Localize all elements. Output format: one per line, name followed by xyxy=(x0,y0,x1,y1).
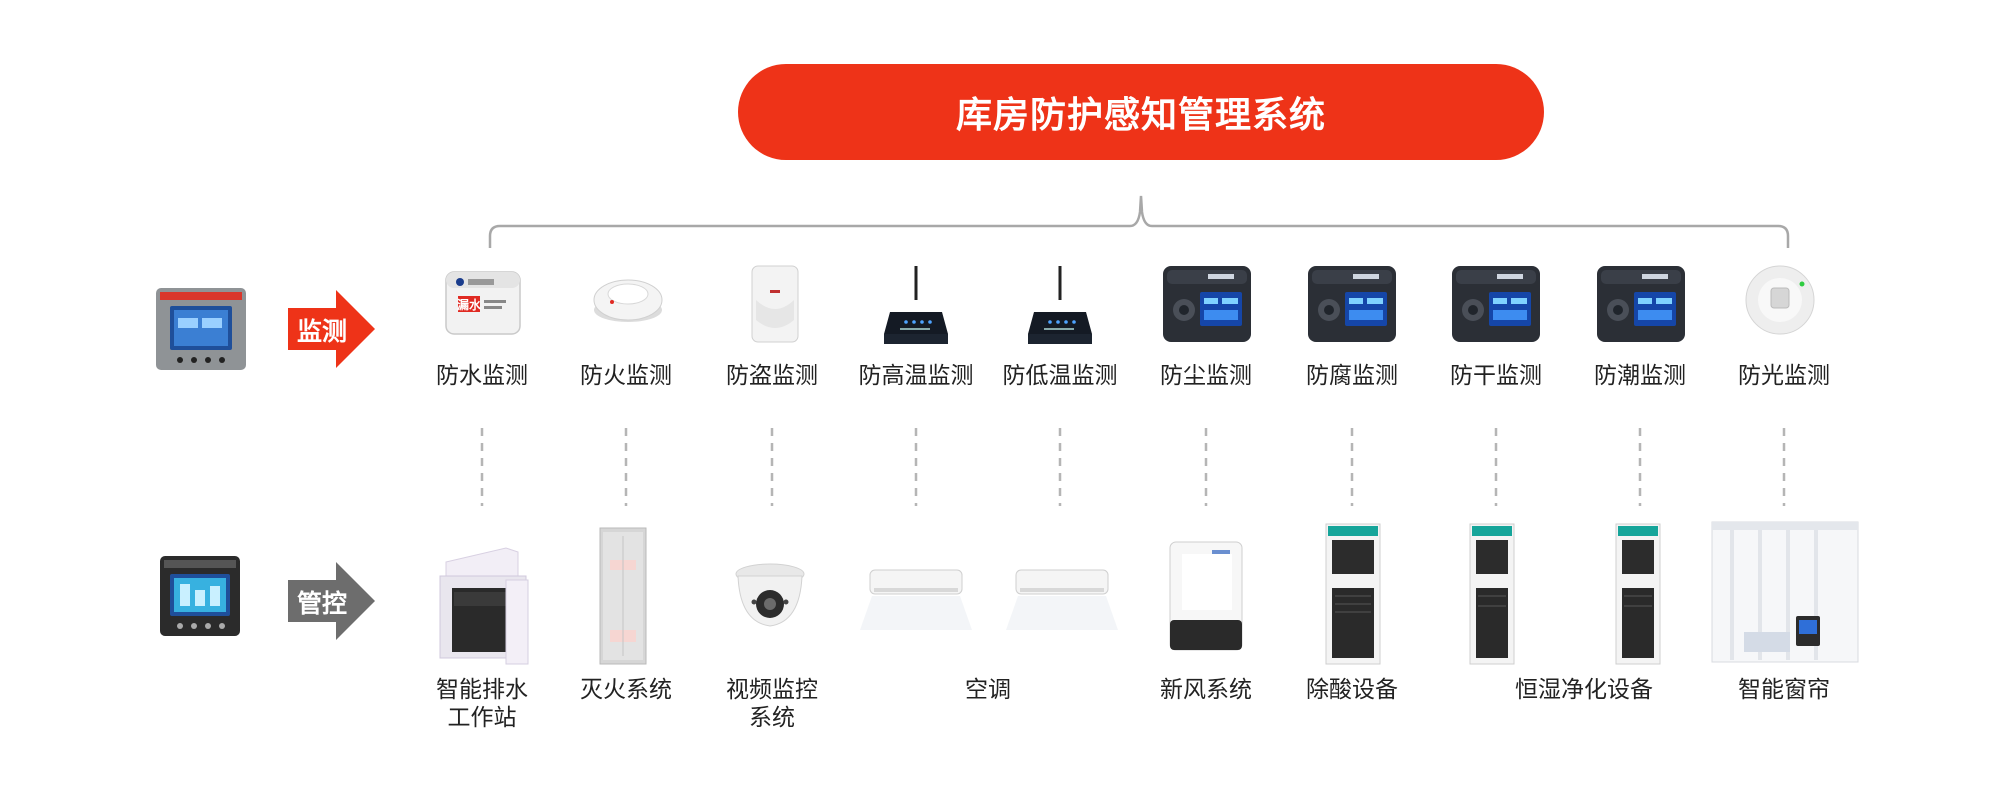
monitor-label-water: 防水监测 xyxy=(436,363,528,389)
monitor-controller-panel xyxy=(156,288,246,370)
fire-extinguishing-cabinet-icon xyxy=(599,527,647,665)
control-label-drainage: 智能排水 工作站 xyxy=(422,676,542,732)
smart-curtain-icon xyxy=(1711,521,1859,663)
air-conditioner-icon xyxy=(860,569,972,630)
control-label-video-line2: 系统 xyxy=(749,705,795,731)
humidity-purifier-icon xyxy=(1615,523,1661,665)
monitor-arrow-label: 监测 xyxy=(297,317,348,346)
monitor-label-fire: 防火监测 xyxy=(580,363,672,389)
environment-monitor-icon xyxy=(1308,266,1396,342)
control-label-deacid: 除酸设备 xyxy=(1306,677,1398,703)
environment-monitor-icon xyxy=(1163,266,1251,342)
control-label-drainage-line2: 工作站 xyxy=(447,705,517,731)
control-label-curtain: 智能窗帘 xyxy=(1738,677,1830,703)
humidity-purifier-icon xyxy=(1469,523,1515,665)
monitor-label-dry: 防干监测 xyxy=(1450,363,1542,389)
fresh-air-unit-icon xyxy=(1169,541,1243,651)
monitor-label-light: 防光监测 xyxy=(1738,363,1830,389)
control-controller-panel xyxy=(160,556,240,636)
control-label-video: 视频监控 系统 xyxy=(712,676,832,732)
monitor-label-damp: 防潮监测 xyxy=(1594,363,1686,389)
control-label-ac: 空调 xyxy=(965,677,1011,703)
control-label-drainage-line1: 智能排水 xyxy=(436,677,528,703)
drainage-station-icon xyxy=(439,547,529,665)
wireless-temperature-sensor-icon xyxy=(1028,266,1092,344)
monitor-label-corrosion: 防腐监测 xyxy=(1306,363,1398,389)
control-label-video-line1: 视频监控 xyxy=(726,677,818,703)
dashed-connectors xyxy=(480,428,1786,506)
monitor-label-high-temp: 防高温监测 xyxy=(858,363,974,389)
bracket-connector xyxy=(488,195,1790,248)
dome-camera-icon xyxy=(735,563,805,627)
infrared-detector-icon xyxy=(751,265,799,343)
control-label-fire-system: 灭火系统 xyxy=(580,677,672,703)
wireless-temperature-sensor-icon xyxy=(884,266,948,344)
water-sensor-text: 漏水 xyxy=(457,297,482,312)
air-conditioner-icon xyxy=(1006,569,1118,630)
monitor-label-dust: 防尘监测 xyxy=(1160,363,1252,389)
monitor-label-theft: 防盗监测 xyxy=(726,363,818,389)
environment-monitor-icon xyxy=(1597,266,1685,342)
control-arrow xyxy=(288,562,375,640)
control-arrow-label: 管控 xyxy=(297,589,348,618)
monitor-arrow xyxy=(288,290,375,368)
smoke-detector-icon xyxy=(593,279,663,322)
water-leak-sensor-icon: 漏水 xyxy=(445,271,521,335)
environment-monitor-icon xyxy=(1452,266,1540,342)
system-title: 库房防护感知管理系统 xyxy=(738,64,1544,160)
monitor-label-low-temp: 防低温监测 xyxy=(1002,363,1118,389)
light-sensor-icon xyxy=(1745,265,1815,335)
control-label-humidity: 恒湿净化设备 xyxy=(1515,677,1653,703)
deacidification-unit-icon xyxy=(1325,523,1381,665)
control-label-fresh-air: 新风系统 xyxy=(1160,677,1252,703)
